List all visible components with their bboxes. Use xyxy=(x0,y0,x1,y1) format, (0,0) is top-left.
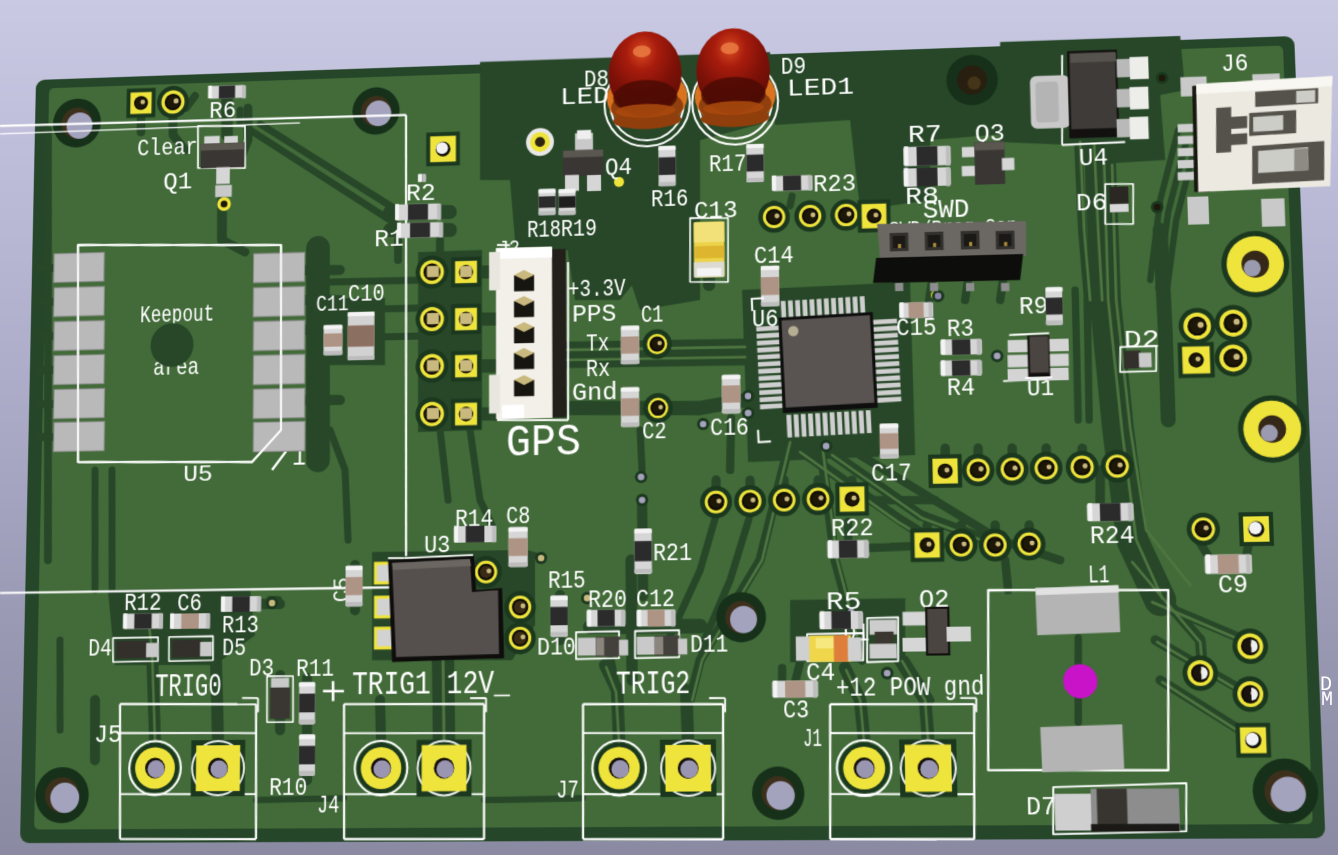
svg-text:C2: C2 xyxy=(642,419,667,446)
svg-text:J6: J6 xyxy=(1220,50,1248,79)
svg-text:Tx: Tx xyxy=(586,331,609,358)
svg-text:LED1: LED1 xyxy=(787,74,855,103)
svg-text:C1: C1 xyxy=(641,302,664,329)
svg-text:R14: R14 xyxy=(455,505,493,534)
svg-text:U4: U4 xyxy=(1079,144,1109,173)
svg-text:C6: C6 xyxy=(177,589,202,617)
svg-text:R2: R2 xyxy=(406,180,436,208)
svg-text:C14: C14 xyxy=(754,242,794,271)
svg-text:R10: R10 xyxy=(269,774,307,803)
svg-text:U5: U5 xyxy=(183,463,213,489)
svg-text:R24: R24 xyxy=(1090,521,1135,550)
svg-text:C3: C3 xyxy=(783,696,810,725)
svg-text:R15: R15 xyxy=(548,567,586,596)
svg-text:C11: C11 xyxy=(316,292,349,318)
svg-text:C16: C16 xyxy=(710,414,749,443)
svg-text:J1: J1 xyxy=(803,725,822,754)
svg-text:TRIG2: TRIG2 xyxy=(616,666,691,704)
svg-text:D8: D8 xyxy=(584,66,609,94)
svg-text:R16: R16 xyxy=(651,185,689,213)
svg-text:R18: R18 xyxy=(527,216,561,244)
svg-text:SWD: SWD xyxy=(923,195,970,226)
svg-text:R9: R9 xyxy=(1019,293,1049,322)
svg-text:D9: D9 xyxy=(781,53,807,81)
svg-text:D11: D11 xyxy=(690,631,729,660)
svg-text:Q4: Q4 xyxy=(605,154,632,182)
svg-text:Q3: Q3 xyxy=(975,120,1006,148)
svg-text:Q1: Q1 xyxy=(163,169,192,197)
svg-text:U1: U1 xyxy=(1027,374,1055,403)
svg-text:J4: J4 xyxy=(317,791,339,820)
svg-text:TRIG1 12V_: TRIG1 12V_ xyxy=(352,665,510,704)
svg-text:Q2: Q2 xyxy=(919,586,950,615)
svg-text:C5: C5 xyxy=(330,577,355,602)
svg-text:GPS: GPS xyxy=(506,417,581,470)
svg-text:PPS: PPS xyxy=(572,302,617,330)
svg-text:J5: J5 xyxy=(94,721,122,749)
svg-text:D4: D4 xyxy=(88,635,112,663)
svg-text:R23: R23 xyxy=(813,171,856,200)
svg-text:R8: R8 xyxy=(905,183,940,212)
svg-text:D3: D3 xyxy=(249,655,274,683)
svg-text:R19: R19 xyxy=(561,215,597,243)
svg-text:D5: D5 xyxy=(222,634,246,662)
svg-text:C17: C17 xyxy=(871,460,912,489)
svg-text:R12: R12 xyxy=(124,589,162,617)
svg-text:D1: D1 xyxy=(843,620,870,649)
svg-text:R20: R20 xyxy=(588,586,627,615)
svg-text:U6: U6 xyxy=(752,305,779,333)
svg-text:1: 1 xyxy=(292,439,306,474)
svg-text:Rx: Rx xyxy=(586,356,610,383)
svg-text:C4: C4 xyxy=(806,659,836,688)
svg-text:D6: D6 xyxy=(1076,189,1108,218)
svg-text:D7: D7 xyxy=(1026,793,1057,822)
svg-text:R17: R17 xyxy=(709,151,747,179)
svg-text:R5: R5 xyxy=(826,588,862,617)
svg-text:+3.3V: +3.3V xyxy=(568,276,626,304)
svg-text:Gnd: Gnd xyxy=(572,380,618,408)
svg-text:D2: D2 xyxy=(1124,327,1161,356)
svg-text:D10: D10 xyxy=(537,634,576,663)
svg-text:R11: R11 xyxy=(296,655,334,684)
svg-text:U3: U3 xyxy=(424,532,450,560)
svg-text:C9: C9 xyxy=(1218,571,1249,600)
svg-text:J7: J7 xyxy=(556,776,579,805)
svg-text:+12 POW gnd: +12 POW gnd xyxy=(836,673,985,705)
svg-text:area: area xyxy=(153,355,199,382)
svg-text:TRIG0: TRIG0 xyxy=(155,668,222,705)
svg-text:R7: R7 xyxy=(908,121,942,149)
svg-text:C8: C8 xyxy=(506,502,530,530)
svg-text:R22: R22 xyxy=(831,515,874,544)
svg-text:C12: C12 xyxy=(636,585,675,614)
svg-text:C13: C13 xyxy=(694,197,738,226)
svg-text:R3: R3 xyxy=(947,315,975,344)
svg-text:C15: C15 xyxy=(896,314,937,343)
svg-text:R6: R6 xyxy=(209,98,236,125)
svg-text:R13: R13 xyxy=(222,611,259,639)
svg-text:R21: R21 xyxy=(653,539,692,568)
svg-text:R4: R4 xyxy=(947,374,976,403)
svg-text:C10: C10 xyxy=(348,280,385,308)
svg-text:L1: L1 xyxy=(1088,561,1110,590)
